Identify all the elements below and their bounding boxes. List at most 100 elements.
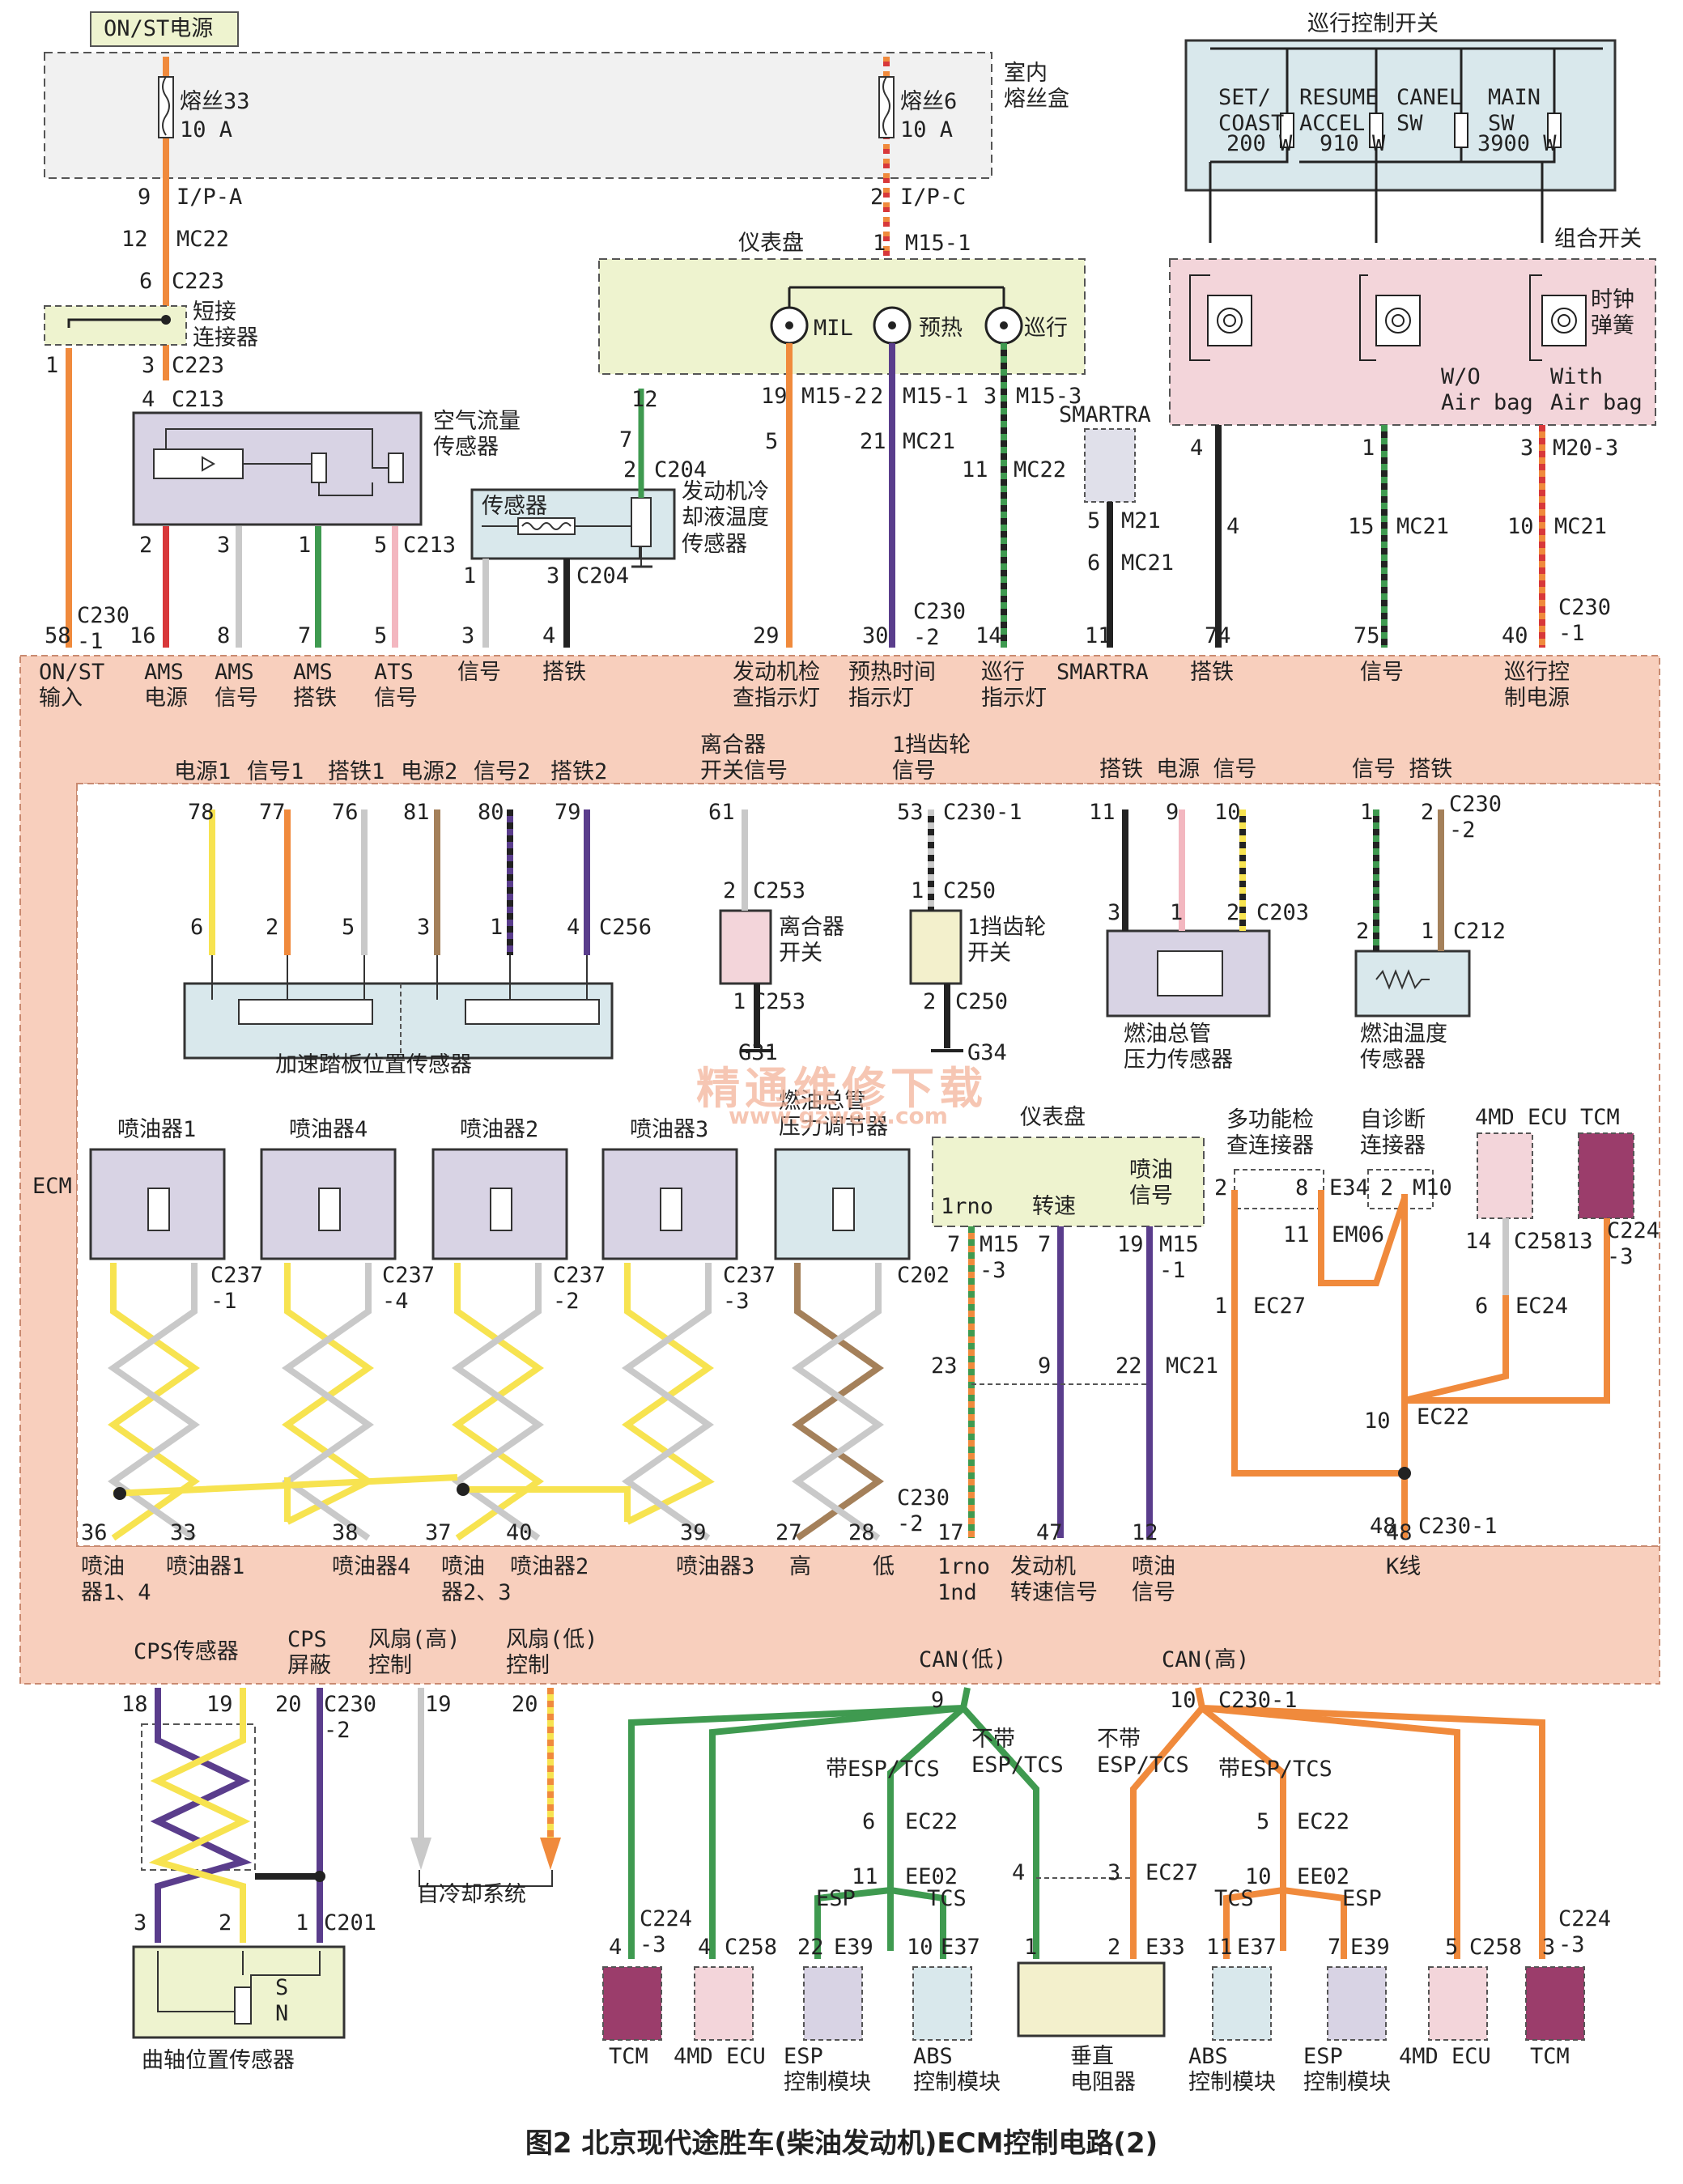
gear-switch-box bbox=[909, 909, 963, 985]
cluster-lower-5: 5 bbox=[765, 429, 779, 454]
ecm-top-pin-3: 7 bbox=[298, 623, 312, 648]
ecm-mid-pin-2: 38 bbox=[332, 1520, 359, 1545]
module-pin-2: 22 bbox=[797, 1935, 824, 1960]
module-pin-5: 11 bbox=[1206, 1935, 1233, 1960]
rail-regulator-name: 燃油总管压力调节器 bbox=[779, 1089, 888, 1141]
fuse33-conn: I/P-A bbox=[176, 185, 243, 210]
mc22-pin: 12 bbox=[121, 227, 148, 252]
diag-p13: 13 bbox=[1566, 1229, 1593, 1254]
temp-top-pin12: 12 bbox=[631, 387, 658, 412]
injector-name-2: 喷油器2 bbox=[460, 1117, 539, 1142]
diag-p14: 14 bbox=[1465, 1229, 1492, 1254]
cs-pin-4: 4 bbox=[1190, 436, 1204, 461]
rail-lower-2: 2 bbox=[1226, 900, 1240, 925]
clutch-pin: 61 bbox=[708, 800, 735, 825]
temp-top-pin7: 7 bbox=[619, 427, 633, 453]
diag-p10: 10 bbox=[1364, 1409, 1391, 1434]
fuel-temp-pin-1: 1 bbox=[1360, 800, 1374, 825]
short-connector-box bbox=[44, 305, 187, 346]
ec27-pin3: 3 bbox=[1107, 1860, 1121, 1885]
smartra-box bbox=[1084, 428, 1136, 503]
ecm-top-pin-0: 58 bbox=[45, 623, 71, 648]
cluster-conn-top: M15-1 bbox=[905, 231, 971, 256]
ecm-c230-1-left: C230-1 bbox=[77, 603, 130, 655]
fuse33-amp: 10 A bbox=[180, 117, 233, 142]
ecm-mid-pin-1: 33 bbox=[170, 1520, 197, 1545]
ecm-mid-pin-0: 36 bbox=[81, 1520, 108, 1545]
ec22-left-pin: 6 bbox=[862, 1809, 876, 1834]
module-tag-5: TCS bbox=[1214, 1886, 1254, 1911]
module-pin-4: 1 bbox=[1024, 1935, 1038, 1960]
ecm-mid-pin-9: 47 bbox=[1036, 1520, 1063, 1545]
clutch-name: 离合器开关 bbox=[779, 915, 844, 967]
cluster-conn-m15-1: M15-1 bbox=[903, 384, 969, 409]
ee02-left-conn: EE02 bbox=[905, 1864, 958, 1889]
cs-lower-10: 10 bbox=[1507, 514, 1534, 539]
temp-sensor-name: 发动机冷却液温度传感器 bbox=[682, 479, 769, 557]
ecm-top-pin-1: 16 bbox=[130, 623, 156, 648]
module-name-4: 垂直电阻器 bbox=[1070, 2044, 1136, 2096]
smartra-name: SMARTRA bbox=[1059, 402, 1151, 427]
cruise-r-200: 200 W bbox=[1226, 131, 1293, 156]
ecm-mid-pin-3: 37 bbox=[425, 1520, 452, 1545]
fuse-box-label: 室内熔丝盒 bbox=[1004, 61, 1069, 113]
diag-self: 自诊断连接器 bbox=[1360, 1107, 1426, 1159]
clock-spring-title: 组合开关 bbox=[1554, 227, 1642, 252]
cruise-sw-set: SET/COAST bbox=[1218, 85, 1285, 137]
fuel-temp-conn: C230-2 bbox=[1449, 792, 1502, 843]
cs-lower-4: 4 bbox=[1226, 514, 1240, 539]
rail-pin-10: 10 bbox=[1214, 800, 1241, 825]
module-pin-8: 3 bbox=[1542, 1935, 1556, 1960]
ecm-top-pin-12: 75 bbox=[1354, 623, 1380, 648]
cs-pin-3: 3 bbox=[1520, 436, 1534, 461]
ecm-c230-1-right: C230-1 bbox=[1558, 595, 1612, 647]
diag-ec22: EC22 bbox=[1417, 1404, 1470, 1430]
ecm-mid-label-11: K线 bbox=[1386, 1554, 1422, 1579]
watermark: 精通维修下载 bbox=[696, 1063, 988, 1114]
esp-tcs-left-with: 带ESP/TCS bbox=[826, 1757, 940, 1782]
cluster2-pin-19: 19 bbox=[1117, 1232, 1144, 1257]
cs-lower-mc21b: MC21 bbox=[1554, 514, 1608, 539]
can-high-pin: 10 bbox=[1170, 1688, 1196, 1713]
cs-pin-1: 1 bbox=[1362, 436, 1375, 461]
diag-4md: 4MD ECU bbox=[1475, 1105, 1567, 1130]
clutch-switch-box bbox=[719, 909, 772, 985]
ecm-mid-pin-10: 12 bbox=[1132, 1520, 1158, 1545]
cluster2-col-2: 喷油信号 bbox=[1129, 1158, 1173, 1209]
clock-spring-name: 时钟弹簧 bbox=[1591, 287, 1634, 339]
ec22-right-conn: EC22 bbox=[1297, 1809, 1350, 1834]
ecm-c230-2-top: C230-2 bbox=[913, 599, 967, 651]
lamp-cruise: 巡行 bbox=[1024, 316, 1068, 341]
c213-pin: 4 bbox=[142, 387, 155, 412]
rail-lower-3: 3 bbox=[1107, 900, 1121, 925]
diag-e34: E34 bbox=[1329, 1175, 1369, 1200]
cluster-pin-top: 1 bbox=[873, 231, 886, 256]
diag-tcm: TCM bbox=[1580, 1105, 1620, 1130]
cps-lower-3: 3 bbox=[134, 1910, 147, 1935]
diag-p1: 1 bbox=[1214, 1294, 1228, 1319]
ecm-mid-label-7: 低 bbox=[873, 1554, 895, 1579]
mil-lamp-icon bbox=[770, 306, 809, 345]
temp-conn: C204 bbox=[576, 563, 630, 588]
ecm-top-pin-8: 30 bbox=[862, 623, 889, 648]
cps-pin-18: 18 bbox=[121, 1692, 148, 1717]
cluster-pin-19: 19 bbox=[761, 384, 788, 409]
cluster2-mid-23: 23 bbox=[931, 1353, 958, 1379]
ec22-left-conn: EC22 bbox=[905, 1809, 958, 1834]
ecm-top-pin-6: 4 bbox=[542, 623, 556, 648]
diag-p48: 48 bbox=[1370, 1514, 1396, 1539]
bottom-c201: C201 bbox=[324, 1910, 377, 1935]
ecm-mid-pin-8: 17 bbox=[937, 1520, 964, 1545]
ecm-top-label-5: 信号 bbox=[457, 660, 501, 685]
fuse6-symbol bbox=[878, 57, 895, 267]
rail-header: 搭铁 电源 信号 bbox=[1099, 757, 1257, 782]
afs-pin-2: 1 bbox=[298, 533, 312, 558]
temp-pin-1: 1 bbox=[463, 563, 477, 588]
bottom-modules bbox=[602, 1961, 1585, 2041]
diag-ec24: EC24 bbox=[1515, 1294, 1569, 1319]
